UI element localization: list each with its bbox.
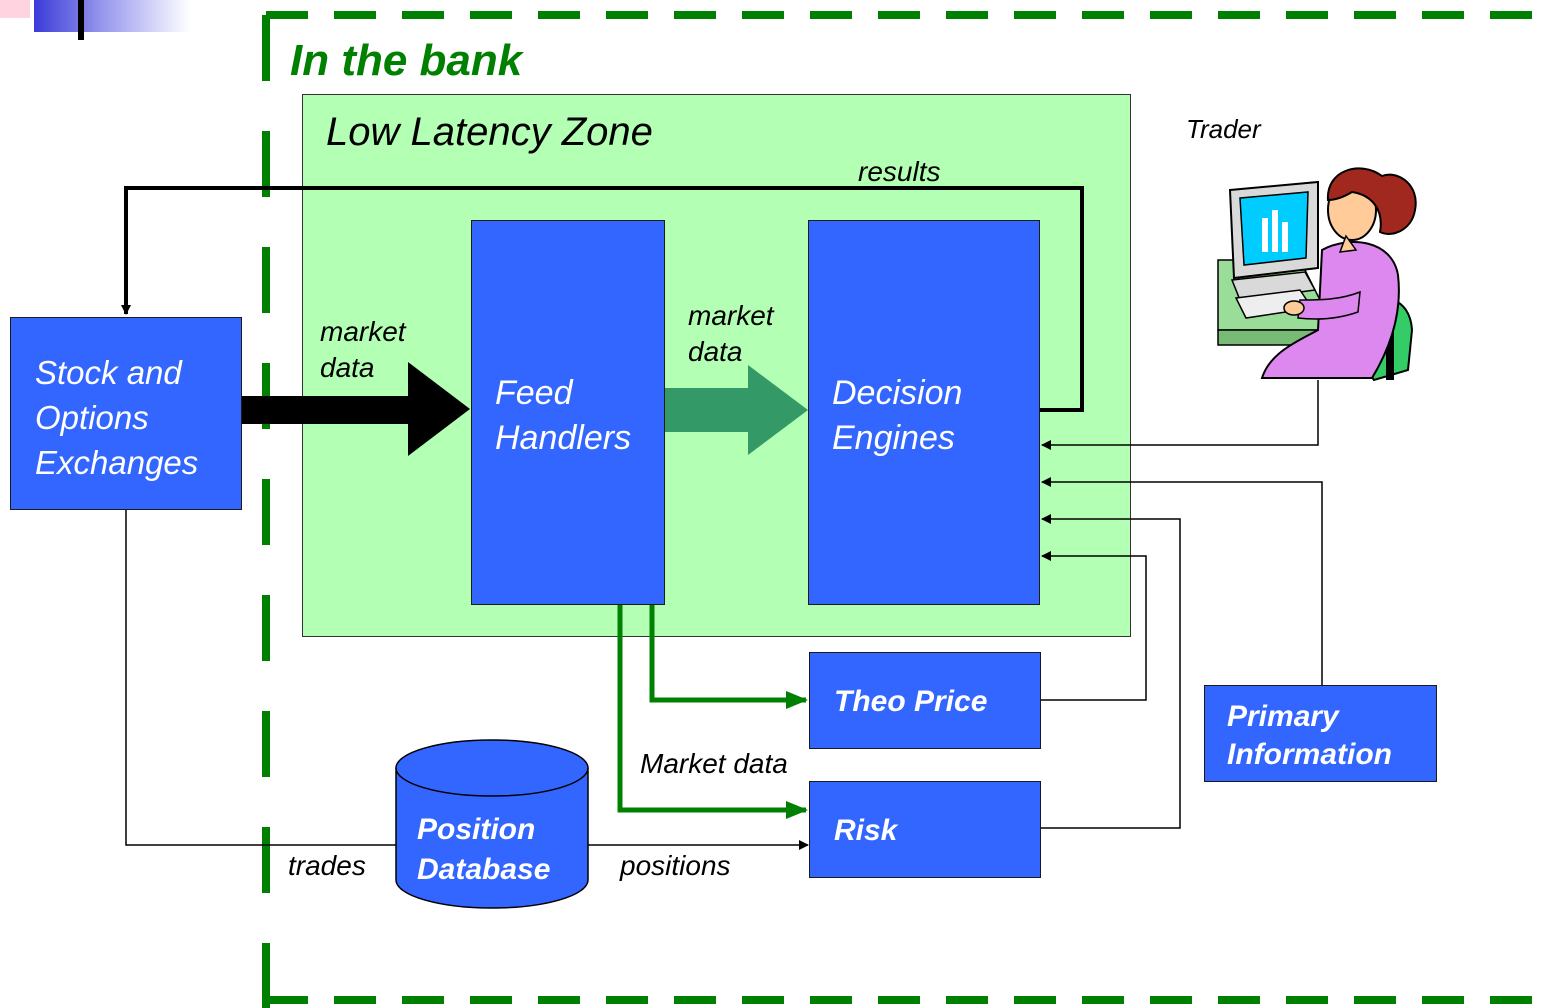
position-database-shape: [395, 739, 589, 909]
market-data-arrow-2: [664, 365, 808, 455]
feed-to-risk-arrow: [617, 605, 808, 819]
positions-label: positions: [620, 850, 731, 881]
results-label: results: [858, 156, 941, 187]
results-arrow: [121, 186, 1084, 412]
risk-to-engines-arrow: [1040, 514, 1181, 829]
trades-label: trades: [288, 850, 366, 881]
primary-to-engines-arrow: [1041, 477, 1323, 685]
market-data-arrow-1: [241, 362, 470, 456]
theo-price-box: Theo Price: [809, 652, 1041, 749]
trader-illustration: [1217, 167, 1417, 382]
bank-title: In the bank: [290, 36, 523, 85]
slide-corner-decoration: [0, 0, 190, 40]
trader-to-engines-arrow: [1041, 380, 1319, 450]
exchanges-to-database-line: [125, 510, 396, 846]
risk-box: Risk: [809, 781, 1041, 878]
bank-boundary: [262, 11, 1545, 1008]
theo-to-engines-arrow: [1040, 551, 1147, 701]
zone-title: Low Latency Zone: [326, 110, 653, 154]
market-data-label-3: Market data: [640, 748, 788, 779]
trader-label: Trader: [1186, 114, 1261, 144]
feed-to-theo-arrow: [649, 605, 808, 709]
